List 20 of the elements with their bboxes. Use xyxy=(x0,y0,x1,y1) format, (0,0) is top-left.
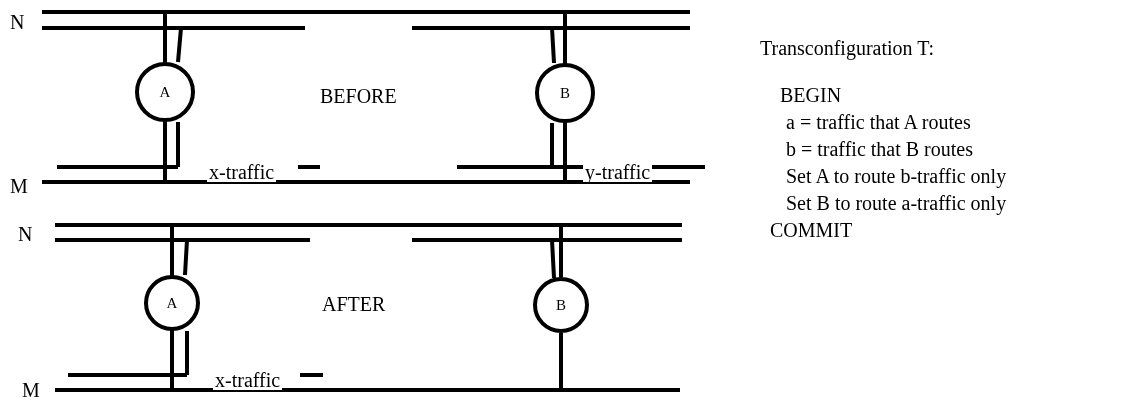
procedure-heading: Transconfiguration T: xyxy=(760,38,934,58)
procedure-line: BEGIN xyxy=(780,85,842,105)
panel-title: BEFORE xyxy=(320,86,397,106)
bus-label: N xyxy=(10,12,25,32)
procedure-line: COMMIT xyxy=(770,220,853,240)
router-circle: B xyxy=(535,63,595,123)
router-circle: A xyxy=(144,275,200,331)
procedure-line: b = traffic that B routes xyxy=(786,139,973,159)
traffic-label: x-traffic xyxy=(207,162,277,182)
traffic-label: y-traffic xyxy=(583,162,653,182)
procedure-line: Set B to route a-traffic only xyxy=(786,193,1007,213)
router-circle: A xyxy=(135,62,195,122)
bus-label: M xyxy=(22,380,40,400)
traffic-label: x-traffic xyxy=(213,370,283,390)
router-circle: B xyxy=(533,277,589,333)
bus-label: M xyxy=(10,176,28,196)
panel-title: AFTER xyxy=(322,294,386,314)
procedure-line: a = traffic that A routes xyxy=(786,112,971,132)
bus-label: N xyxy=(18,224,33,244)
procedure-line: Set A to route b-traffic only xyxy=(786,166,1007,186)
